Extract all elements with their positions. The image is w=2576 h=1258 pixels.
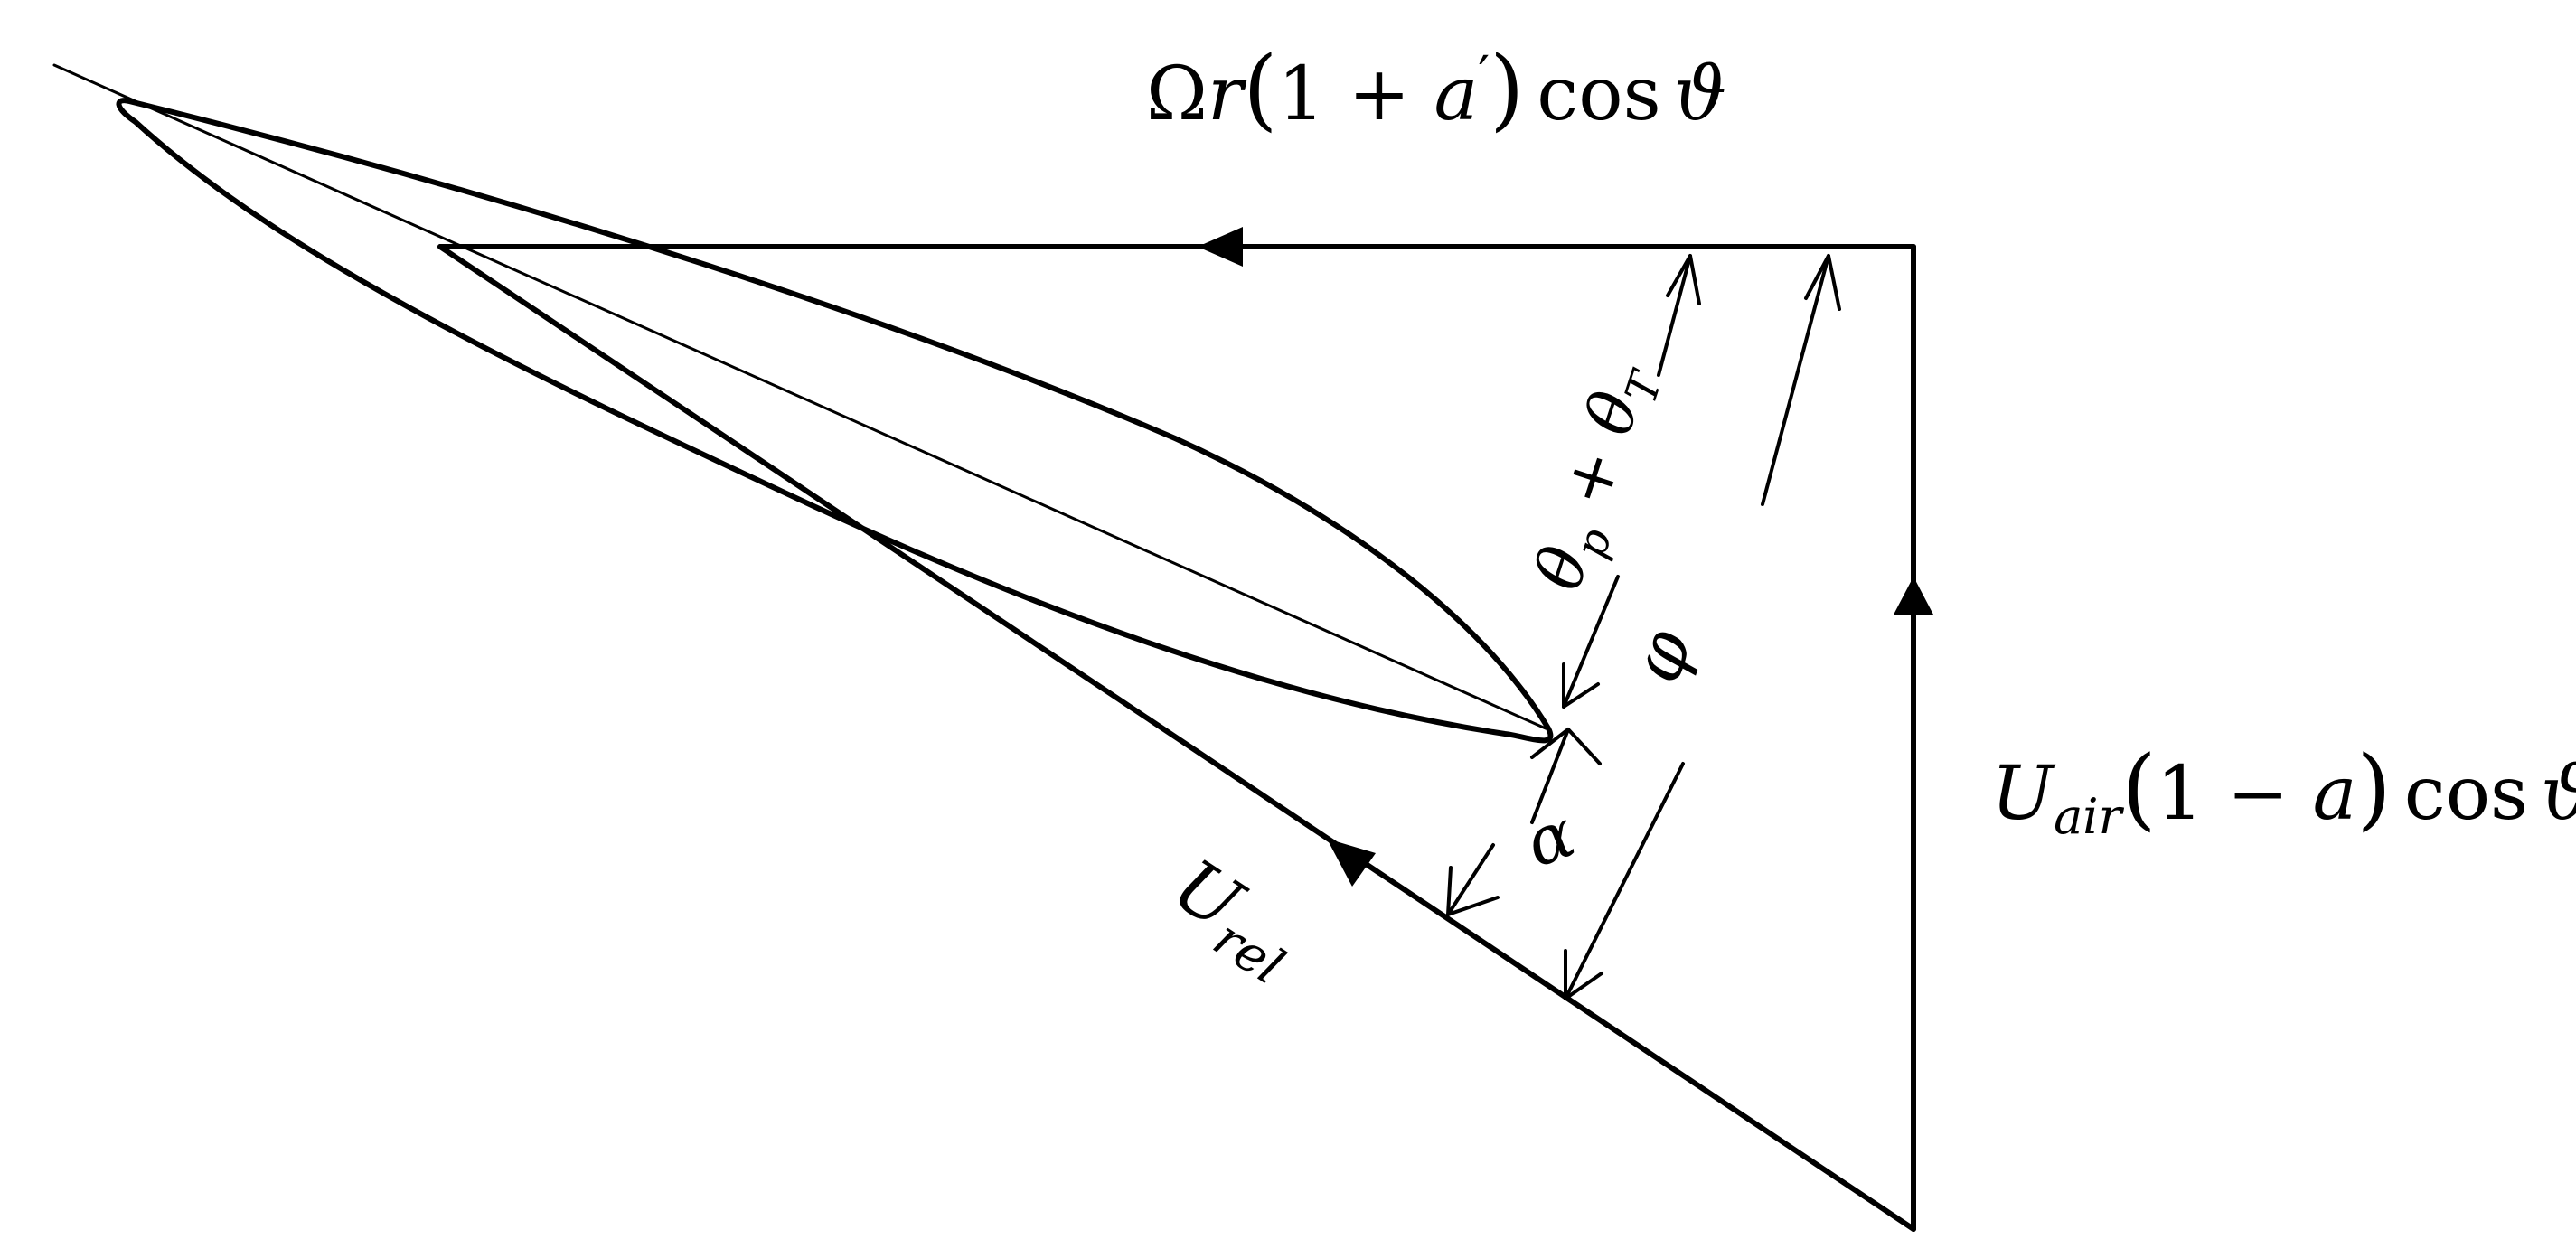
airfoil-outline [116, 98, 1554, 744]
inflow-arrow-bottom [1564, 762, 1685, 1000]
inflow-angle-label: φ [1615, 620, 1708, 692]
inflow-arrow-bottom-head [1564, 949, 1603, 1000]
attack-arrow-bottom [1446, 843, 1495, 916]
pitch-twist-label: θp + θT [1519, 352, 1673, 601]
pitch-twist-arrow-bottom [1562, 575, 1620, 709]
pitch-twist-arrow-top-head [1666, 254, 1701, 305]
attack-arrow-top-head [1530, 728, 1602, 765]
inflow-arrow-top [1761, 254, 1830, 506]
attack-arrow-top [1530, 728, 1570, 824]
chord-line [52, 63, 1547, 730]
pitch-twist-arrow-bottom-head [1562, 662, 1600, 709]
tangential-arrowhead [1198, 227, 1243, 267]
pitch-twist-arrow-top [1657, 254, 1692, 377]
relative-arrowhead [1327, 839, 1376, 887]
relative-velocity-line [437, 244, 1916, 1232]
attack-angle-label: α [1516, 794, 1584, 883]
axial-arrowhead [1894, 577, 1933, 615]
attack-arrow-bottom-head [1446, 866, 1500, 916]
inflow-arrow-top-head [1804, 254, 1841, 311]
relative-velocity-label: Urel [1152, 843, 1315, 997]
